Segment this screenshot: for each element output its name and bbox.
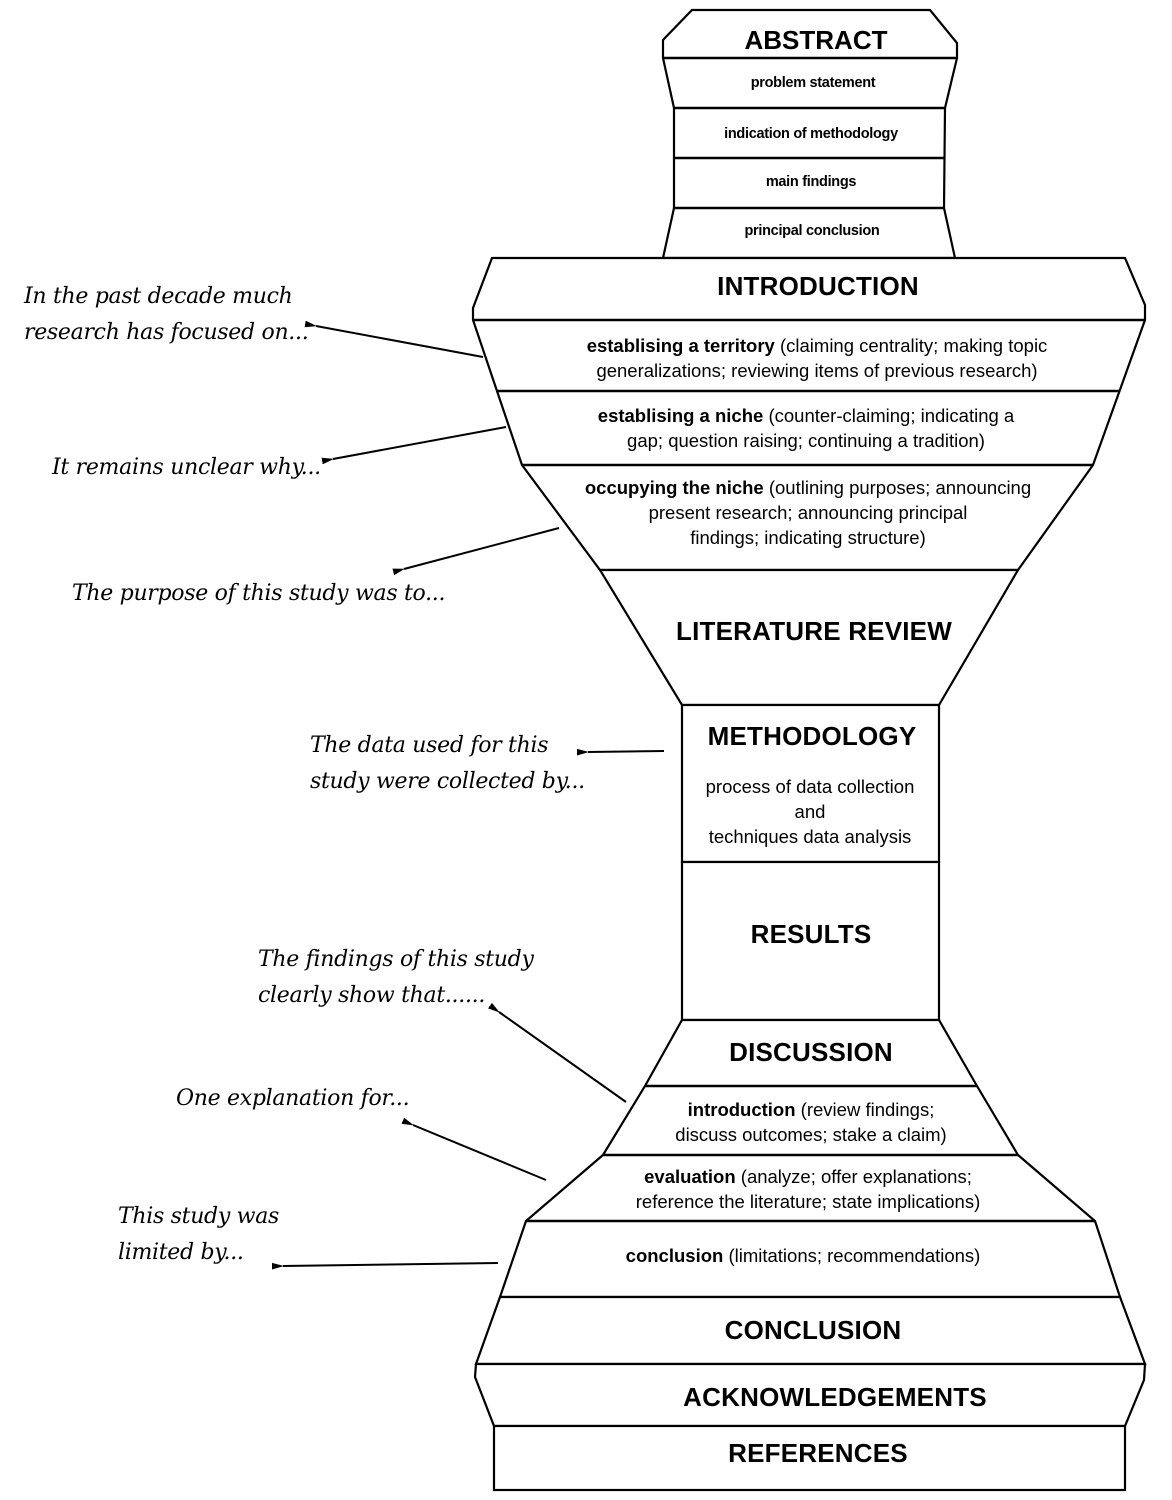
arrow-occupying [404,527,560,569]
move-detail: generalizations; reviewing items of prev… [596,360,1038,381]
move-detail: (counter-claiming; indicating a [763,405,1015,426]
arrow-niche [333,426,507,459]
phrase-data-collection: The data used for this study were collec… [310,728,585,800]
move-detail: findings; indicating structure) [690,527,926,548]
references-shape [492,1424,1127,1492]
move-label: introduction [687,1099,796,1120]
phrase-purpose: The purpose of this study was to... [72,576,445,612]
arrow-findings [499,1012,627,1103]
phrase-line: The findings of this study [258,947,534,972]
arrow-territory [316,326,484,358]
arrow-limitations [283,1263,499,1266]
move-detail: (analyze; offer explanations; [735,1166,972,1187]
abstract-part: problem statement [750,75,876,91]
phrase-line: The purpose of this study was to... [72,581,446,606]
move-label: establising a niche [597,405,764,426]
move-detail: (outlining purposes; announcing [763,477,1032,498]
literature-review-heading: LITERATURE REVIEW [676,616,952,646]
introduction-heading: INTRODUCTION [717,271,919,301]
discussion-heading: DISCUSSION [729,1037,893,1067]
phrase-line: limited by... [118,1240,244,1265]
methodology-line: process of data collection [705,776,915,797]
move-detail: (claiming centrality; making topic [774,335,1048,356]
move-detail: present research; announcing principal [648,502,968,523]
abstract-part: main findings [765,174,857,190]
move-detail: reference the literature; state implicat… [635,1191,981,1212]
phrase-line: One explanation for... [176,1086,410,1111]
phrase-findings: The findings of this study clearly show … [258,942,534,1014]
results-shape [680,860,941,1022]
move-detail: gap; question raising; continuing a trad… [627,430,985,451]
introduction-move-territory: establising a territory (claiming centra… [587,333,1048,383]
phrase-niche: It remains unclear why... [52,450,321,486]
phrase-territory: In the past decade much research has foc… [24,279,309,351]
phrase-line: In the past decade much [24,284,293,309]
discussion-move-conclusion: conclusion (limitations; recommendations… [626,1243,981,1268]
move-detail: (review findings; [795,1099,935,1120]
discussion-move-evaluation: evaluation (analyze; offer explanations;… [636,1164,980,1214]
move-label: occupying the niche [584,477,764,498]
phrase-line: It remains unclear why... [52,455,321,480]
move-detail: discuss outcomes; stake a claim) [675,1124,947,1145]
phrase-line: study were collected by... [310,769,585,794]
acknowledgements-heading: ACKNOWLEDGEMENTS [683,1382,987,1412]
phrase-line: research has focused on... [24,320,309,345]
introduction-move-occupying: occupying the niche (outlining purposes;… [585,475,1031,550]
move-label: evaluation [644,1166,736,1187]
methodology-line: techniques data analysis [708,826,912,847]
methodology-description: process of data collection and technique… [706,774,915,849]
results-heading: RESULTS [750,919,872,949]
abstract-heading: ABSTRACT [744,25,888,55]
methodology-shape [680,703,941,864]
phrase-limitations: This study was limited by... [118,1199,279,1271]
arrow-methodology [588,751,665,752]
move-detail: (limitations; recommendations) [723,1245,981,1266]
move-label: establising a territory [586,335,775,356]
move-label: conclusion [625,1245,724,1266]
conclusion-heading: CONCLUSION [724,1315,902,1345]
methodology-line: and [794,801,826,822]
introduction-move-niche: establising a niche (counter-claiming; i… [598,403,1014,453]
methodology-heading: METHODOLOGY [707,721,917,751]
abstract-part: indication of methodology [724,126,898,142]
references-heading: REFERENCES [728,1438,908,1468]
phrase-line: This study was [118,1204,280,1229]
arrow-explanation [413,1125,547,1181]
discussion-move-introduction: introduction (review findings; discuss o… [675,1097,946,1147]
phrase-line: clearly show that...... [258,983,486,1008]
abstract-part: principal conclusion [744,223,880,239]
phrase-explanation: One explanation for... [176,1081,410,1117]
phrase-line: The data used for this [310,733,549,758]
